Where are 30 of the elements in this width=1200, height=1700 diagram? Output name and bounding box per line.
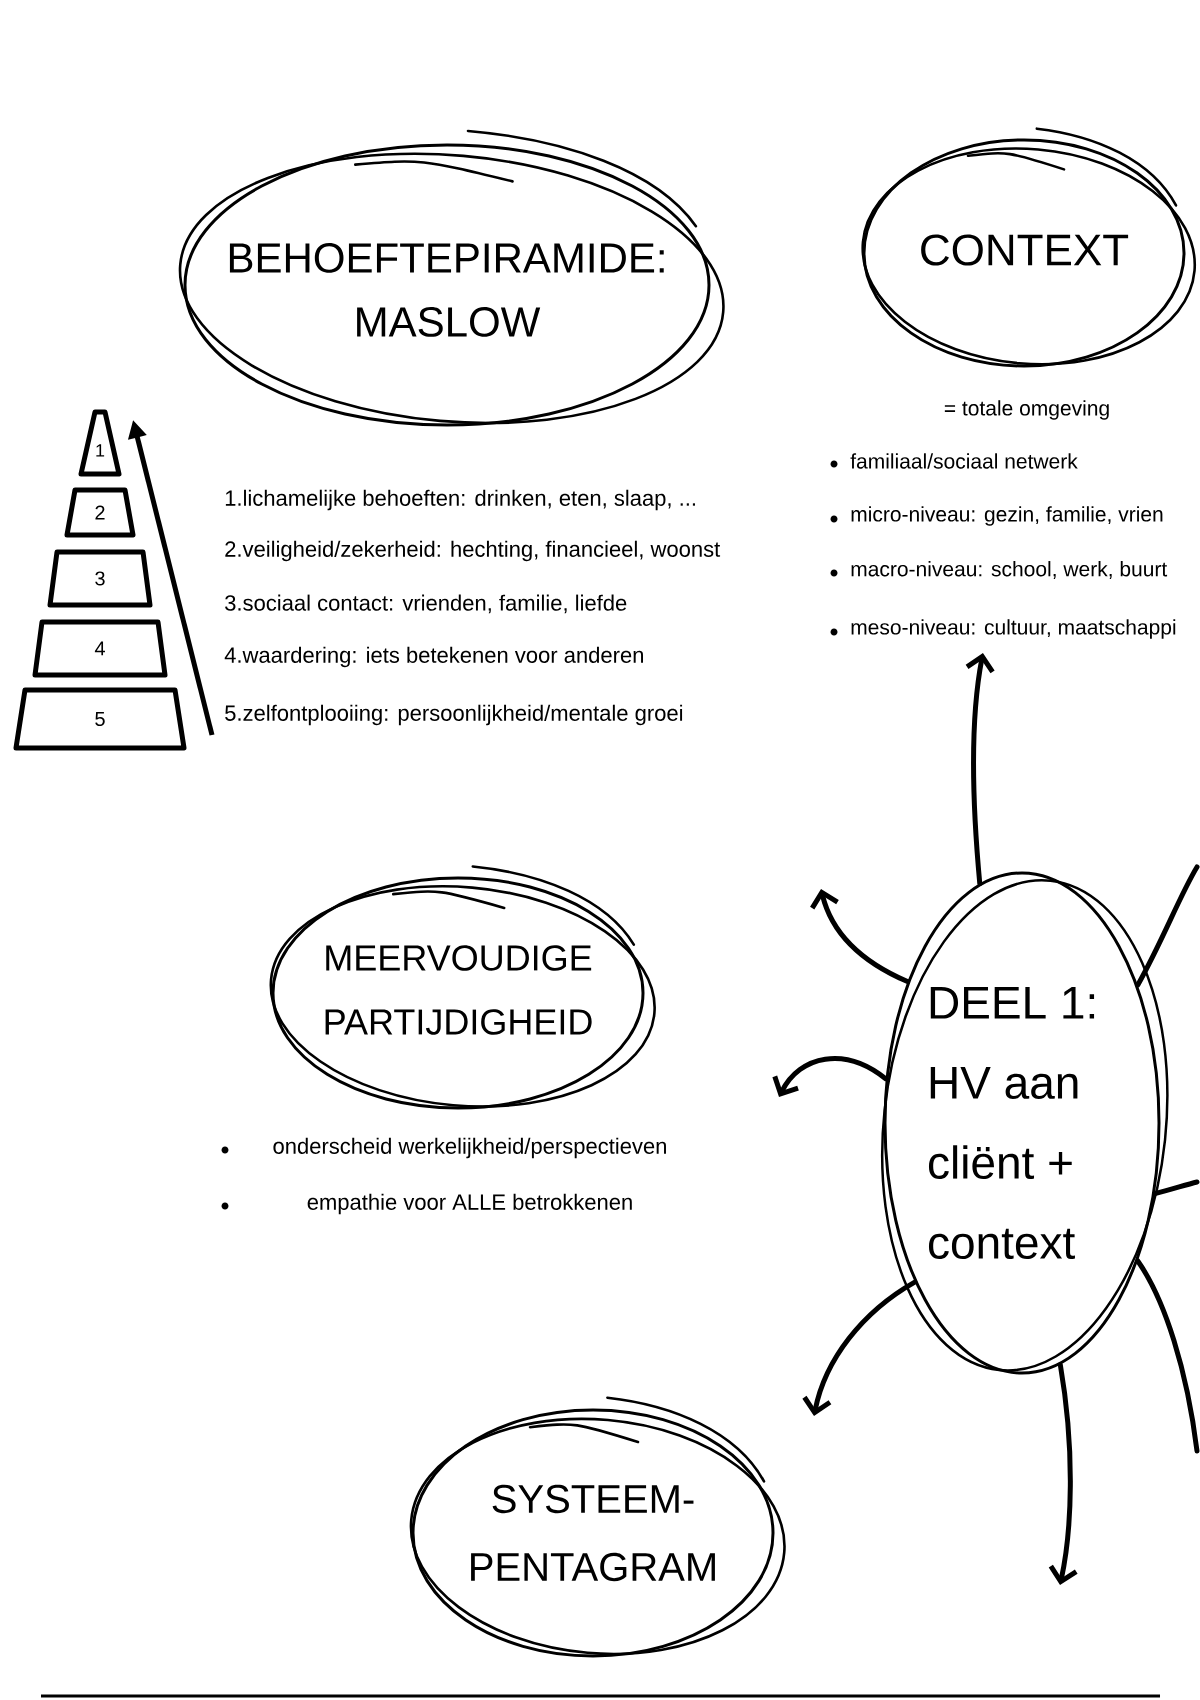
- list-item: empathie voor ALLE betrokkenen: [307, 1193, 632, 1215]
- list-item: 2.veiligheid/zekerheid: hechting, financieel, woonst: [225, 540, 721, 562]
- list-item: macro-niveau: school, werk, buurt: [851, 561, 1168, 579]
- list-item: onderscheid werkelijkheid/perspectieven: [273, 1137, 666, 1159]
- curved-arrow: [802, 1279, 918, 1416]
- circled-heading: DEEL 1: HV aan cliënt + context: [881, 871, 1169, 1375]
- curved-arrow: [810, 889, 910, 985]
- curved-line: [1152, 1179, 1200, 1197]
- circled-heading: SYSTEEM- PENTAGRAM: [409, 1396, 786, 1658]
- list-item: 1.lichamelijke behoeften: drinken, eten, slaap, ...: [225, 489, 695, 511]
- definition-text: = totale omgeving: [944, 400, 1109, 420]
- pyramid-level: 5: [13, 687, 187, 751]
- list-item: 3.sociaal contact: vrienden, familie, liefde: [225, 594, 627, 614]
- list-item: micro-niveau: gezin, familie, vrien: [851, 506, 1163, 526]
- pyramid-level: 2: [64, 487, 136, 538]
- curved-arrow: [772, 1056, 889, 1097]
- list-item: meso-niveau: cultuur, maatschappi: [851, 619, 1176, 639]
- circled-heading: BEHOEFTEPIRAMIDE: MASLOW: [178, 129, 725, 427]
- pyramid-level: 3: [47, 549, 153, 608]
- list-item: 4.waardering: iets betekenen voor anderen: [224, 646, 643, 668]
- curved-line: [1135, 864, 1200, 988]
- list-item: familiaal/sociaal netwerk: [850, 453, 1078, 469]
- pyramid-level: 4: [32, 619, 168, 678]
- list-item: 5.zelfontplooiing: persoonlijkheid/mentale groei: [225, 704, 683, 726]
- curved-arrow: [965, 653, 995, 886]
- circled-heading: MEERVOUDIGE PARTIJDIGHEID: [269, 865, 656, 1110]
- circled-heading: CONTEXT: [861, 127, 1196, 368]
- pyramid-level: 1: [78, 409, 122, 477]
- curved-arrow: [1048, 1362, 1078, 1585]
- curved-line: [1135, 1258, 1200, 1454]
